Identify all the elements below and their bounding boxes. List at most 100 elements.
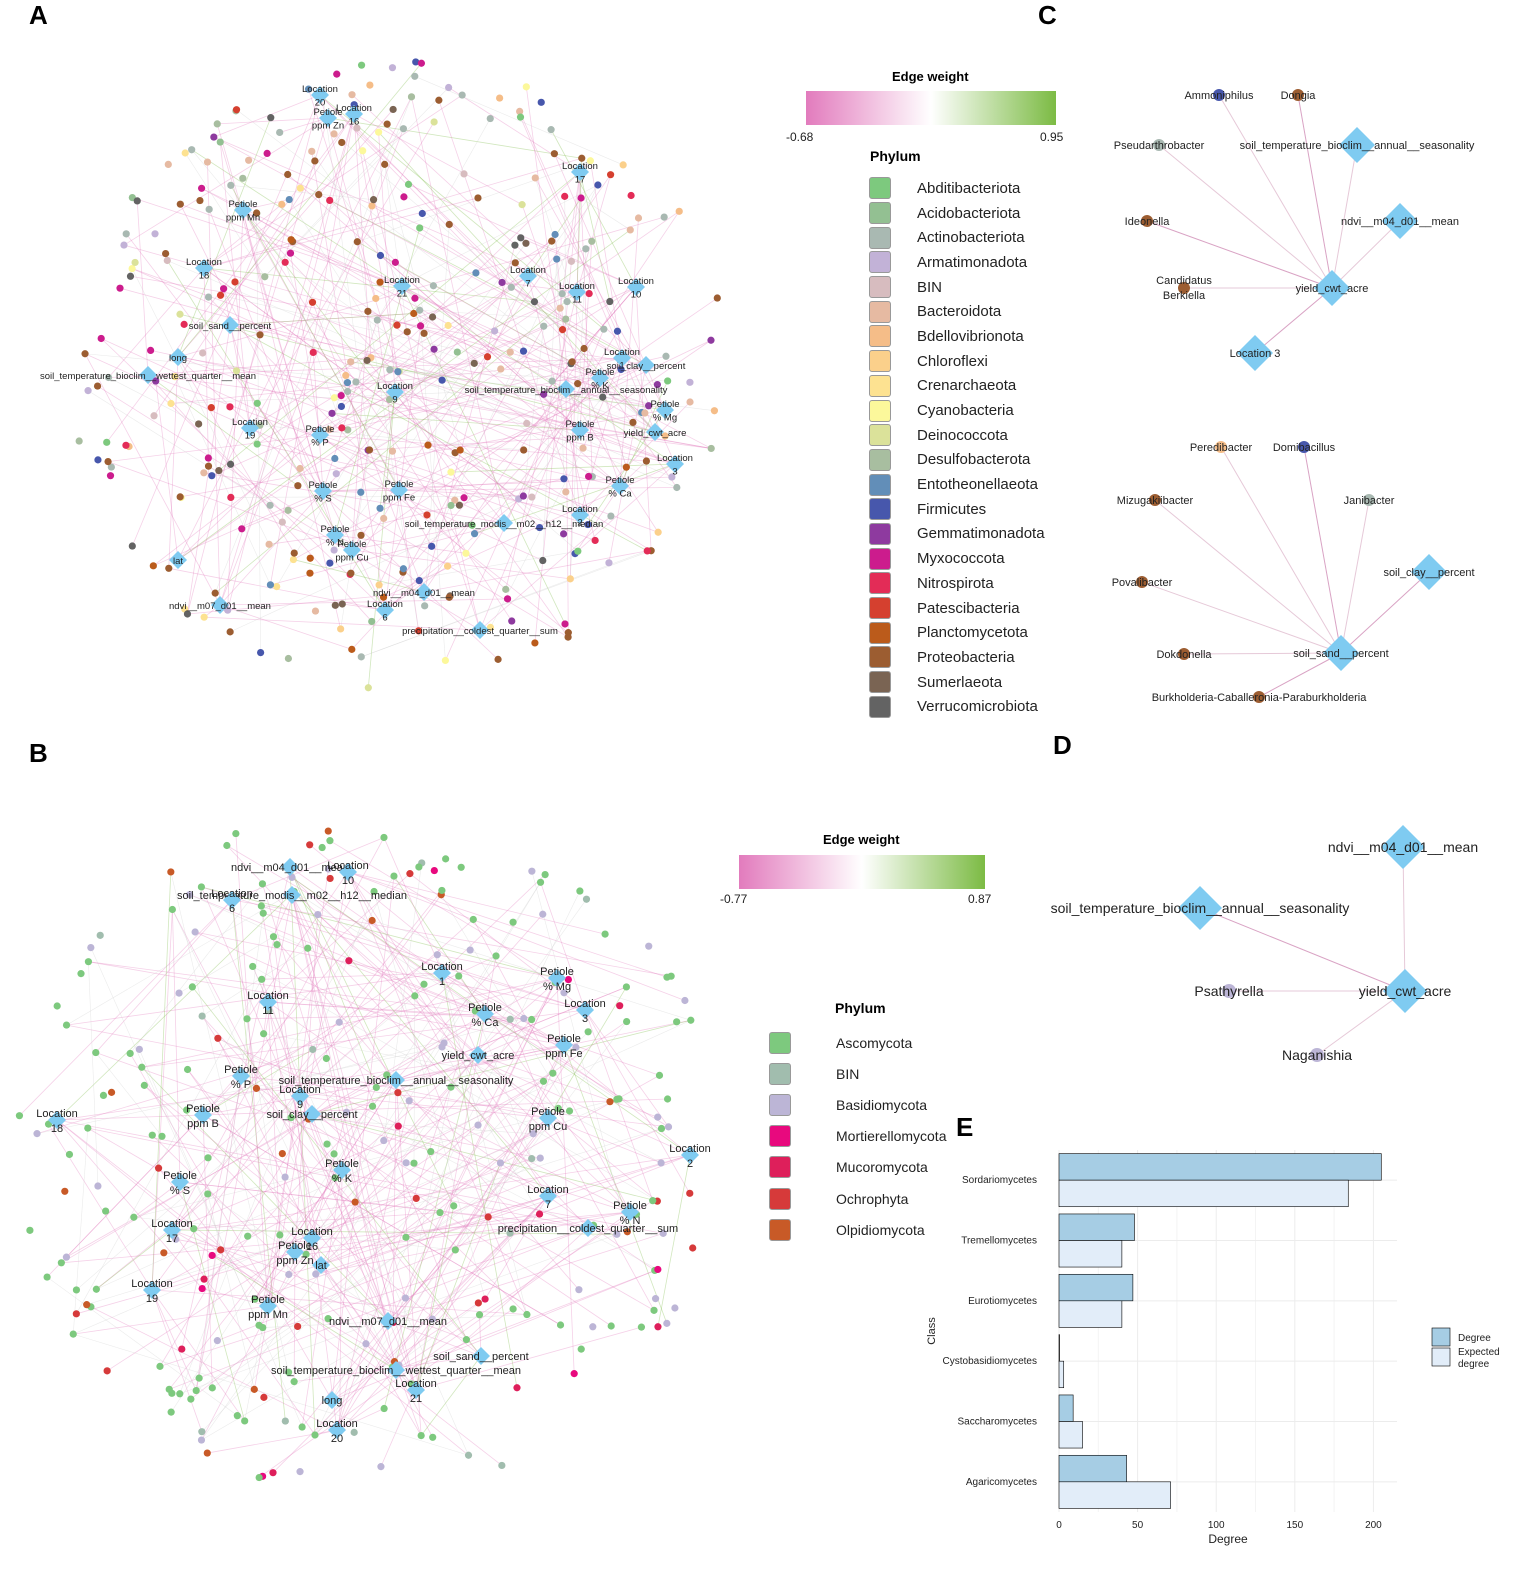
taxon-node bbox=[261, 273, 269, 281]
network-edge bbox=[322, 319, 378, 492]
variable-node bbox=[223, 891, 241, 909]
taxon-node bbox=[296, 464, 304, 473]
taxon-node bbox=[462, 1336, 471, 1344]
network-edge bbox=[252, 966, 469, 1456]
network-edge bbox=[520, 237, 637, 288]
taxon-node bbox=[345, 957, 353, 965]
node-label: 1 bbox=[439, 976, 445, 988]
network-edge bbox=[256, 113, 355, 445]
y-axis-label: Class bbox=[926, 1317, 938, 1345]
taxon-node bbox=[486, 114, 494, 123]
node-label: 10 bbox=[342, 875, 354, 887]
taxon-node bbox=[357, 531, 365, 539]
taxon-node bbox=[535, 1210, 544, 1218]
edge-weight-title-b: Edge weight bbox=[823, 832, 900, 847]
taxon-node bbox=[176, 200, 184, 208]
network-edge bbox=[384, 325, 421, 611]
node-label: 19 bbox=[245, 431, 256, 442]
taxon-node bbox=[549, 1069, 557, 1077]
taxon-node bbox=[540, 322, 548, 330]
hub-label: yield_cwt_acre bbox=[1296, 283, 1369, 295]
network-edge bbox=[398, 339, 712, 491]
network-edge bbox=[380, 255, 581, 431]
taxon-node bbox=[405, 1097, 413, 1105]
network-edge bbox=[299, 983, 425, 1097]
network-edge bbox=[208, 465, 481, 631]
taxon-node bbox=[350, 1428, 358, 1436]
taxon-node bbox=[444, 321, 452, 330]
taxon-node bbox=[167, 399, 175, 408]
taxon-node bbox=[294, 482, 302, 490]
network-edge bbox=[203, 94, 463, 269]
node-label: soil_temperature_bioclim__wettest_quarte… bbox=[271, 1365, 521, 1377]
network-edge bbox=[466, 1227, 589, 1340]
network-edge bbox=[291, 894, 467, 1340]
network-edge bbox=[299, 1095, 528, 1315]
network-edge bbox=[189, 894, 308, 949]
network-edge bbox=[213, 94, 321, 138]
network-edge bbox=[95, 1052, 589, 1229]
network-edge bbox=[36, 977, 558, 1134]
network-edge bbox=[231, 899, 286, 1422]
bar-expected-degree bbox=[1058, 1300, 1123, 1328]
network-edge bbox=[73, 1333, 469, 1456]
taxon-node bbox=[494, 655, 502, 663]
node-label: % Ca bbox=[608, 489, 632, 500]
network-edge bbox=[151, 1289, 197, 1391]
network-edge bbox=[375, 184, 599, 299]
taxon-node bbox=[253, 399, 261, 407]
legend-swatch bbox=[769, 1218, 791, 1241]
taxon-node bbox=[343, 378, 352, 387]
network-edge bbox=[56, 1119, 469, 1456]
variable-node bbox=[415, 583, 433, 601]
x-tick-label: 200 bbox=[1365, 1520, 1382, 1531]
taxon-node bbox=[466, 946, 474, 954]
network-edge bbox=[384, 565, 448, 611]
taxon-node bbox=[191, 928, 199, 936]
panel-letter-b: B bbox=[29, 738, 48, 768]
taxon-node bbox=[623, 1017, 631, 1026]
node-label: yield_cwt_acre bbox=[624, 428, 687, 439]
network-edge bbox=[231, 899, 672, 977]
network-edge bbox=[415, 1205, 455, 1391]
taxon-node bbox=[376, 504, 384, 512]
legend-item: Deinococcota bbox=[869, 423, 1045, 448]
network-edge bbox=[348, 960, 486, 1015]
taxon-node bbox=[469, 915, 477, 924]
network-edge bbox=[319, 434, 569, 633]
network-edge bbox=[503, 331, 618, 524]
panel-letter-c: C bbox=[1038, 0, 1057, 30]
network-edge bbox=[590, 160, 623, 359]
network-edge bbox=[202, 920, 373, 1116]
network-edge bbox=[273, 936, 338, 1431]
node-label: ndvi__m04_d01__mean bbox=[373, 588, 475, 599]
taxon-node bbox=[410, 1159, 418, 1167]
taxon-node bbox=[428, 1315, 436, 1323]
legend-swatch bbox=[769, 1125, 791, 1148]
taxon-node bbox=[296, 1468, 304, 1476]
network-edge bbox=[395, 1019, 691, 1081]
node-label: Petiole bbox=[320, 524, 349, 535]
network-edge bbox=[291, 1117, 534, 1135]
taxon-node bbox=[548, 377, 556, 385]
network-edge bbox=[290, 239, 601, 379]
node-label: Petiole bbox=[337, 539, 366, 550]
taxon-node bbox=[330, 394, 338, 402]
network-edge bbox=[144, 1085, 322, 1266]
network-edge bbox=[153, 490, 324, 567]
taxon-node bbox=[428, 313, 437, 321]
network-edge bbox=[212, 1158, 532, 1389]
taxon-node bbox=[447, 1083, 455, 1091]
taxon-node bbox=[204, 1154, 212, 1162]
node-label: Dokdonella bbox=[1156, 649, 1212, 661]
network-edge bbox=[579, 339, 712, 431]
taxon-node bbox=[616, 1002, 624, 1010]
taxon-node bbox=[627, 191, 635, 200]
network-edge bbox=[380, 1044, 565, 1467]
taxon-node bbox=[324, 865, 333, 873]
node-label: soil_temperature_bioclim__annual__season… bbox=[1051, 900, 1350, 916]
network-edge bbox=[311, 975, 460, 1115]
legend-swatch bbox=[869, 276, 891, 299]
category-label: Sordariomycetes bbox=[962, 1175, 1037, 1186]
taxon-node bbox=[357, 61, 366, 69]
